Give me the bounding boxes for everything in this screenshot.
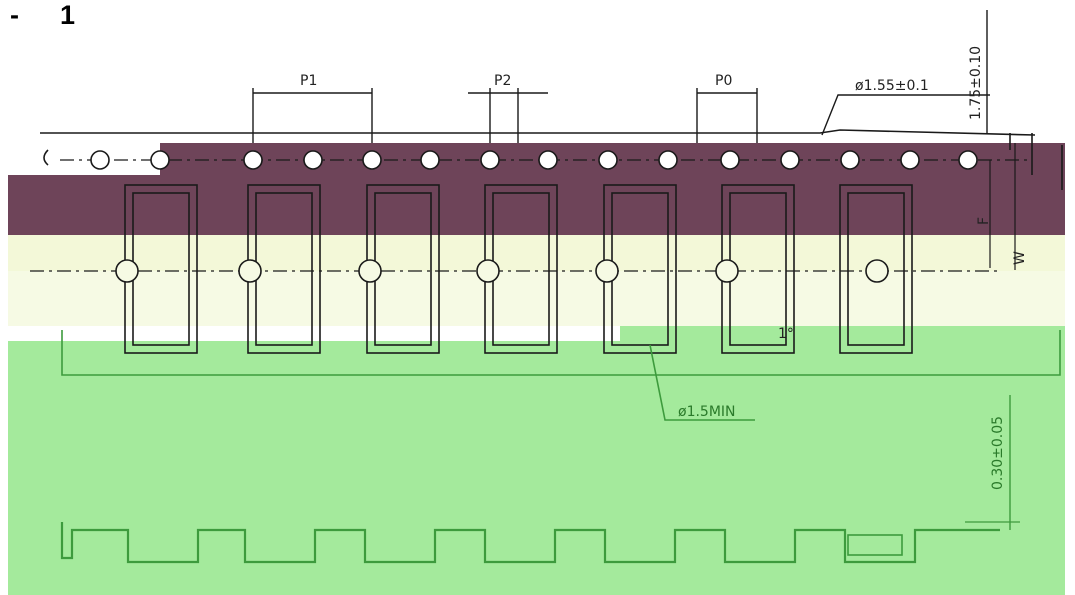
component-in-pocket xyxy=(847,534,903,556)
sprocket-hole xyxy=(420,150,440,170)
sprocket-hole xyxy=(90,150,110,170)
sprocket-hole xyxy=(658,150,678,170)
pocket-center-circle xyxy=(595,259,619,283)
p1-label: P1 xyxy=(300,73,317,89)
band-green xyxy=(8,341,1065,595)
sprocket-hole xyxy=(150,150,170,170)
heading-number: 1 xyxy=(60,0,76,30)
sprocket-hole xyxy=(480,150,500,170)
tape-outline xyxy=(40,129,1063,190)
pocket-center-circle xyxy=(238,259,262,283)
heading-dash: - xyxy=(10,0,19,30)
p2-label: P2 xyxy=(494,73,511,89)
angle-label: 1° xyxy=(778,326,794,342)
pocket xyxy=(839,184,913,354)
sprocket-holes xyxy=(90,150,978,170)
sprocket-hole xyxy=(362,150,382,170)
page-heading: -1 xyxy=(10,0,75,31)
sprocket-hole xyxy=(840,150,860,170)
sprocket-hole xyxy=(243,150,263,170)
f-label: F xyxy=(976,217,992,225)
sprocket-hole xyxy=(900,150,920,170)
band-purple xyxy=(8,175,1065,235)
edge-distance-label: 1.75±0.10 xyxy=(968,46,984,120)
band-lightcream xyxy=(8,271,1065,326)
thickness-label: 0.30±0.05 xyxy=(990,416,1006,490)
pitch-dimensions xyxy=(252,10,990,143)
p0-label: P0 xyxy=(715,73,732,89)
pocket-center-circle xyxy=(358,259,382,283)
w-label: W xyxy=(1012,251,1028,265)
tape-side-profile xyxy=(60,522,1000,564)
pocket-center-circle xyxy=(865,259,889,283)
pocket-center-circle xyxy=(115,259,139,283)
sprocket-hole xyxy=(720,150,740,170)
pocket-center-circle xyxy=(476,259,500,283)
sprocket-hole xyxy=(303,150,323,170)
band-cream xyxy=(8,235,1065,271)
pocket-center-circle xyxy=(715,259,739,283)
tape-outline-bottom xyxy=(61,330,1061,421)
sprocket-hole xyxy=(538,150,558,170)
pocket-inner xyxy=(847,192,905,346)
band-green-strip xyxy=(620,326,1065,341)
sprocket-hole xyxy=(958,150,978,170)
sprocket-hole xyxy=(598,150,618,170)
sprocket-hole xyxy=(780,150,800,170)
pocket-hole-label: ø1.5MIN xyxy=(678,404,736,420)
pocket-circles xyxy=(115,259,889,283)
hole-diameter-label: ø1.55±0.1 xyxy=(855,78,929,94)
